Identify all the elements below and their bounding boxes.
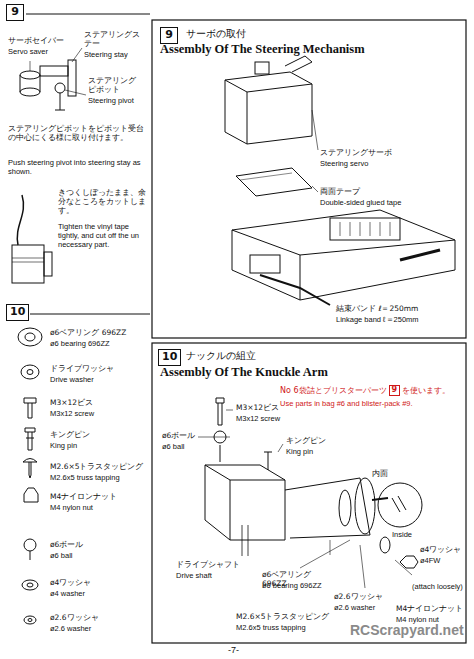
part-name: M2.6×5トラスタッピング (236, 612, 346, 621)
part-name: ø4 washer (50, 589, 146, 598)
instruction: Tighten the vinyl tape tightly, and cut … (58, 222, 148, 249)
part-name: Linkage band ℓ＝250mm (336, 315, 461, 324)
part-name: M3×12ビス (236, 403, 316, 412)
step-number: 9 (6, 4, 24, 21)
part-name: M2.6×5トラスタッピング (50, 462, 146, 471)
step-number-text: 9 (390, 386, 400, 394)
step-heading: ナックルの組立 (186, 350, 386, 362)
step-frame (152, 20, 466, 338)
part-name: ステアリング ピボット (88, 76, 144, 94)
part-name: 内面 (372, 469, 402, 478)
servo-tape (12, 195, 52, 283)
part-name: キングピン (50, 430, 146, 439)
step-number: 10 (158, 349, 181, 366)
part-name: Steering servo (320, 159, 440, 168)
step-number-text: 10 (7, 305, 28, 319)
blister-number: 9 (389, 385, 401, 396)
note: (attach loosely) (412, 582, 464, 591)
part-name: Steering stay (84, 50, 146, 59)
part-name: Double-sided glued tape (320, 198, 450, 207)
part-name: 結束バンド ℓ＝250mm (336, 304, 461, 313)
parts-note: を使います。 (402, 386, 450, 396)
part-name: サーボセイバー (8, 36, 80, 45)
step-number-text: 9 (7, 5, 23, 19)
part-name: M4 nylon nut (50, 503, 146, 512)
tape (236, 168, 318, 196)
chassis (232, 210, 455, 305)
part-name: M3×12ビス (50, 398, 146, 407)
part-name: King pin (286, 447, 356, 456)
part-name: M3x12 screw (236, 414, 316, 423)
part-name: ø6 ball (162, 442, 202, 451)
part-name: M4ナイロンナット (396, 604, 464, 613)
watermark: RCScrapyard.net (350, 622, 470, 639)
step-frame (152, 343, 466, 643)
part-name: ø4ワッシャ (50, 578, 146, 587)
servo-saver (20, 48, 86, 110)
part-name: Steering pivot (88, 96, 144, 105)
instruction: きつくしぼったまま、余分なところをカットします。 (58, 188, 148, 215)
part-name: M2.6x5 truss tapping (236, 623, 346, 632)
part-name: ø2.6 washer (334, 603, 394, 612)
step-number: 9 (160, 27, 178, 44)
part-name: ステアリングサーボ (320, 148, 440, 157)
part-name: Inside (392, 530, 432, 539)
instruction: ステアリングピボットをピボット受台の中心にくる様に取り付けます。 (8, 124, 146, 142)
part-name: ø6ボール (50, 540, 146, 549)
part-name: King pin (50, 441, 146, 450)
part-name: ステアリングステー (84, 30, 146, 48)
part-name: ø6 bearing 696ZZ (50, 339, 146, 348)
part-name: Drive washer (50, 375, 146, 384)
part-name: Drive shaft (176, 571, 240, 580)
step-title: Assembly Of The Steering Mechanism (160, 42, 460, 57)
steering-servo (225, 56, 318, 150)
parts-icons (18, 328, 42, 624)
knuckle-assembly (198, 398, 422, 588)
part-name: ドライブワッシャ (50, 364, 146, 373)
page-number: -7- (228, 645, 258, 656)
part-name: ø2.6ワッシャ (50, 613, 146, 622)
parts-note: Use parts in bag #6 and blister-pack #9. (280, 399, 460, 408)
rule (26, 14, 150, 15)
part-name: ø4ワッシャ (420, 545, 464, 554)
rule (30, 314, 150, 315)
part-name: ドライブシャフト (176, 560, 240, 569)
part-name: M4ナイロンナット (50, 492, 146, 501)
step-number: 10 (6, 304, 29, 321)
step-number-text: 10 (159, 350, 180, 364)
part-name: ø2.6 washer (50, 624, 146, 633)
step-heading: サーボの取付 (186, 28, 386, 40)
part-name: M3x12 screw (50, 409, 146, 418)
part-name: M2.6x5 truss tapping (50, 473, 146, 482)
parts-note: No 6袋詰とブリスターパーツ (280, 386, 387, 396)
part-name: ø2.6ワッシャ (334, 592, 394, 601)
part-name: ø6 bearing 696ZZ (262, 581, 330, 590)
part-name: ø4FW (420, 556, 464, 565)
part-name: ø6ボール (162, 431, 202, 440)
instruction: Push steering pivot into steering stay a… (8, 158, 146, 176)
part-name: Servo saver (8, 47, 80, 56)
part-name: 両面テープ (320, 187, 440, 196)
part-name: キングピン (286, 436, 356, 445)
step-title: Assembly Of The Knuckle Arm (160, 365, 460, 380)
part-name: ø6 ball (50, 551, 146, 560)
part-name: ø6ベアリング 696ZZ (50, 328, 146, 337)
step-number-text: 9 (161, 28, 177, 42)
